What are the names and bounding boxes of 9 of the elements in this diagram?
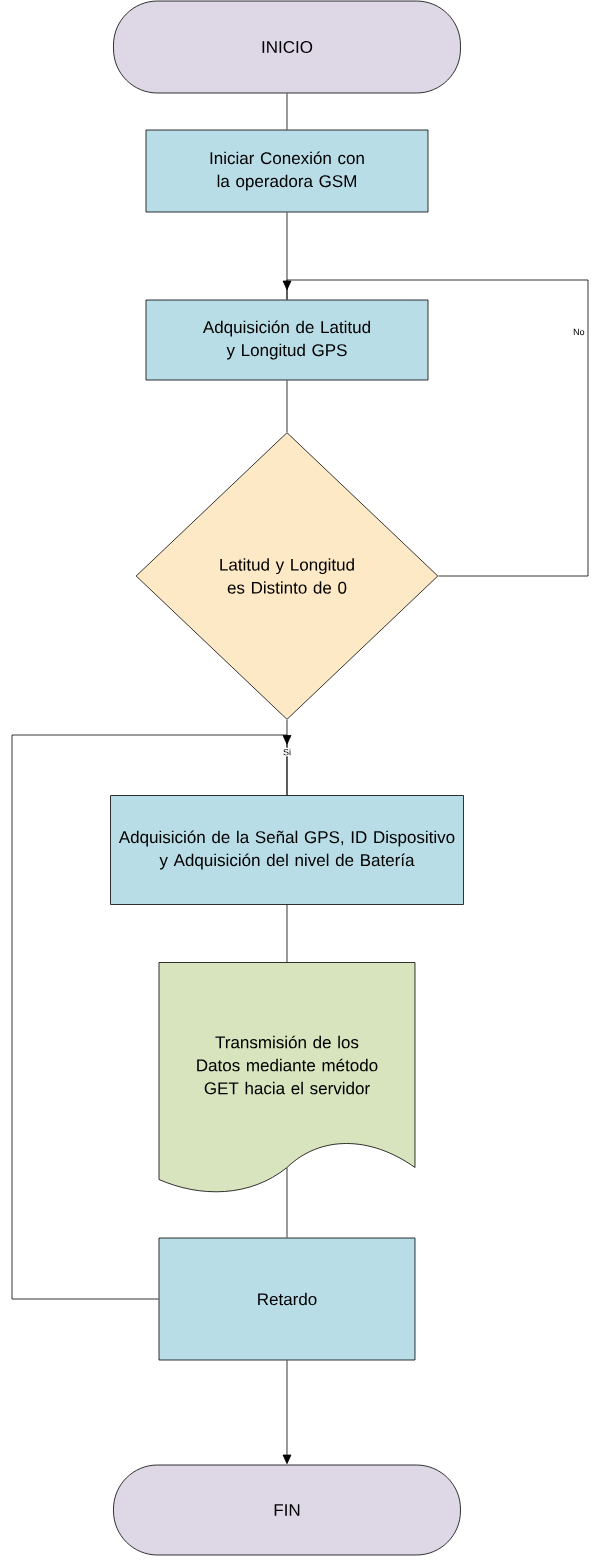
- edge-label: Si: [282, 747, 292, 757]
- edge-label: No: [572, 327, 586, 337]
- process-box: Retardo: [158, 1237, 416, 1361]
- arrow: [282, 1360, 292, 1465]
- arrow: [11, 734, 292, 1300]
- arrow: [282, 279, 589, 577]
- process-box: Adquisición de la Señal GPS, ID Dispositivo y Adquisición del nivel de Batería: [110, 795, 464, 905]
- process-box: Iniciar Conexión con la operadora GSM: [145, 129, 429, 213]
- process-box: Adquisición de Latitud y Longitud GPS: [145, 299, 429, 381]
